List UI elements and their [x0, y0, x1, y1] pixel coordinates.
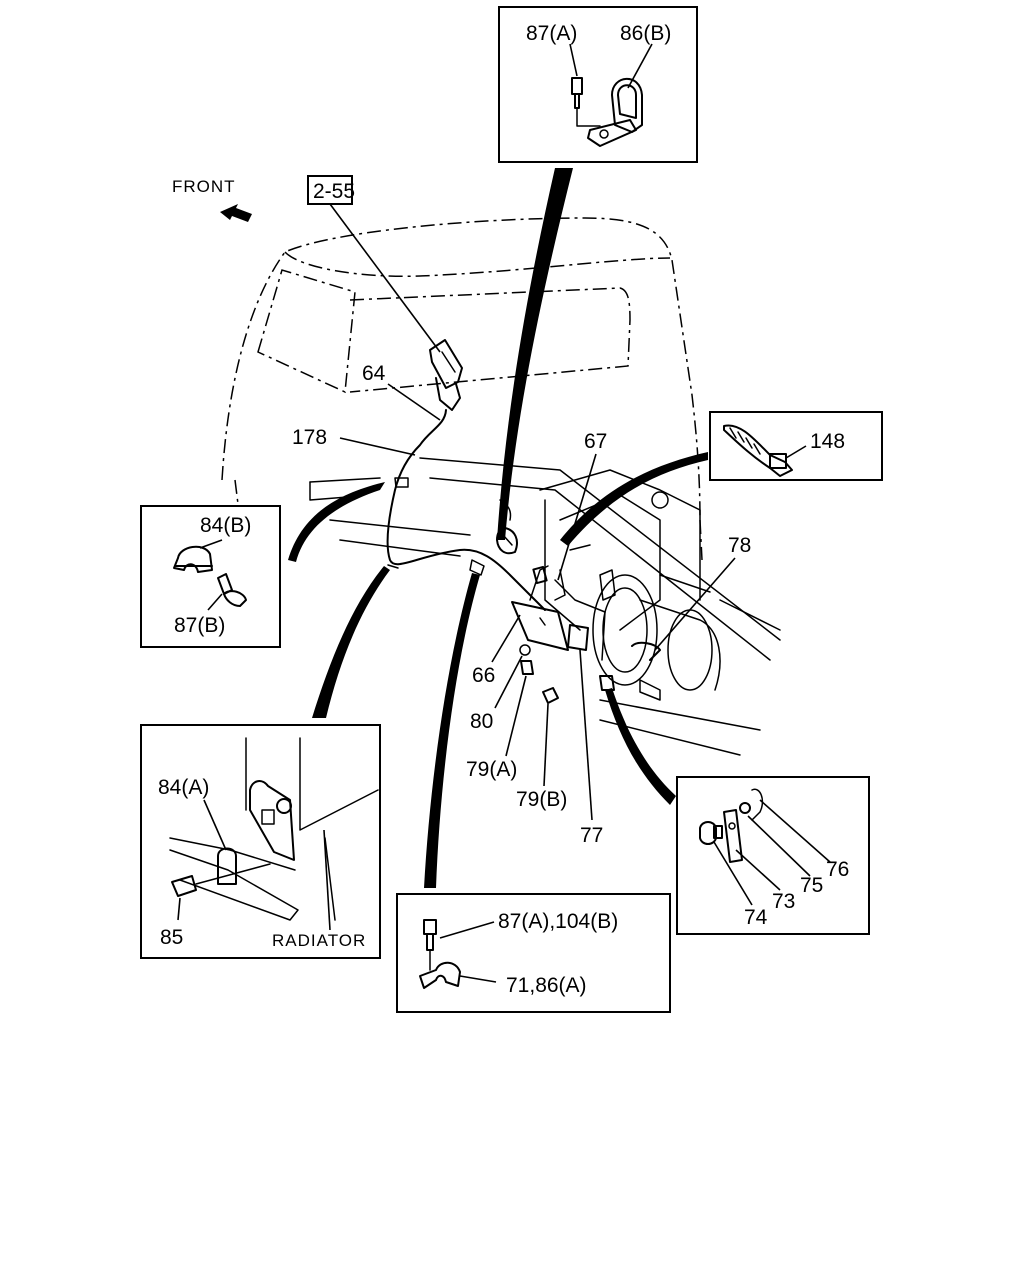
callout-178: 178	[292, 426, 327, 449]
detail-box-top	[498, 6, 698, 163]
detail-radiator-clip: 84(A)	[158, 776, 209, 799]
detail-right-76: 76	[826, 858, 849, 881]
switch-harness	[386, 339, 661, 704]
callout-78: 78	[728, 534, 751, 557]
detail-right-75: 75	[800, 874, 823, 897]
callout-79b: 79(B)	[516, 788, 567, 811]
detail-box-left	[140, 505, 281, 648]
detail-bottom-bolt: 87(A),104(B)	[498, 910, 618, 933]
callout-77: 77	[580, 824, 603, 847]
callout-80: 80	[470, 710, 493, 733]
callout-67: 67	[584, 430, 607, 453]
detail-left-clip: 84(B)	[200, 514, 251, 537]
ref-label: 2-55	[313, 180, 355, 203]
detail-top-bolt: 87(A)	[526, 22, 577, 45]
detail-bottom-clip: 71,86(A)	[506, 974, 587, 997]
radiator-label: RADIATOR	[272, 931, 366, 950]
front-arrow	[220, 204, 252, 222]
chassis-frame	[309, 457, 781, 756]
detail-leaders	[288, 168, 708, 888]
callout-66: 66	[472, 664, 495, 687]
detail-box-bottom	[396, 893, 671, 1013]
detail-radiator-bolt: 85	[160, 926, 183, 949]
cab-outline	[221, 217, 703, 561]
callout-79a: 79(A)	[466, 758, 517, 781]
detail-right-74: 74	[744, 906, 768, 929]
detail-top-clip: 86(B)	[620, 22, 671, 45]
detail-box-right	[676, 776, 870, 935]
detail-right-73: 73	[772, 890, 795, 913]
detail-148-part: 148	[810, 430, 845, 453]
detail-left-bolt: 87(B)	[174, 614, 225, 637]
callout-64: 64	[362, 362, 386, 385]
front-label: FRONT	[172, 177, 236, 196]
detail-box-148	[709, 411, 883, 481]
detail-box-radiator	[140, 724, 381, 959]
